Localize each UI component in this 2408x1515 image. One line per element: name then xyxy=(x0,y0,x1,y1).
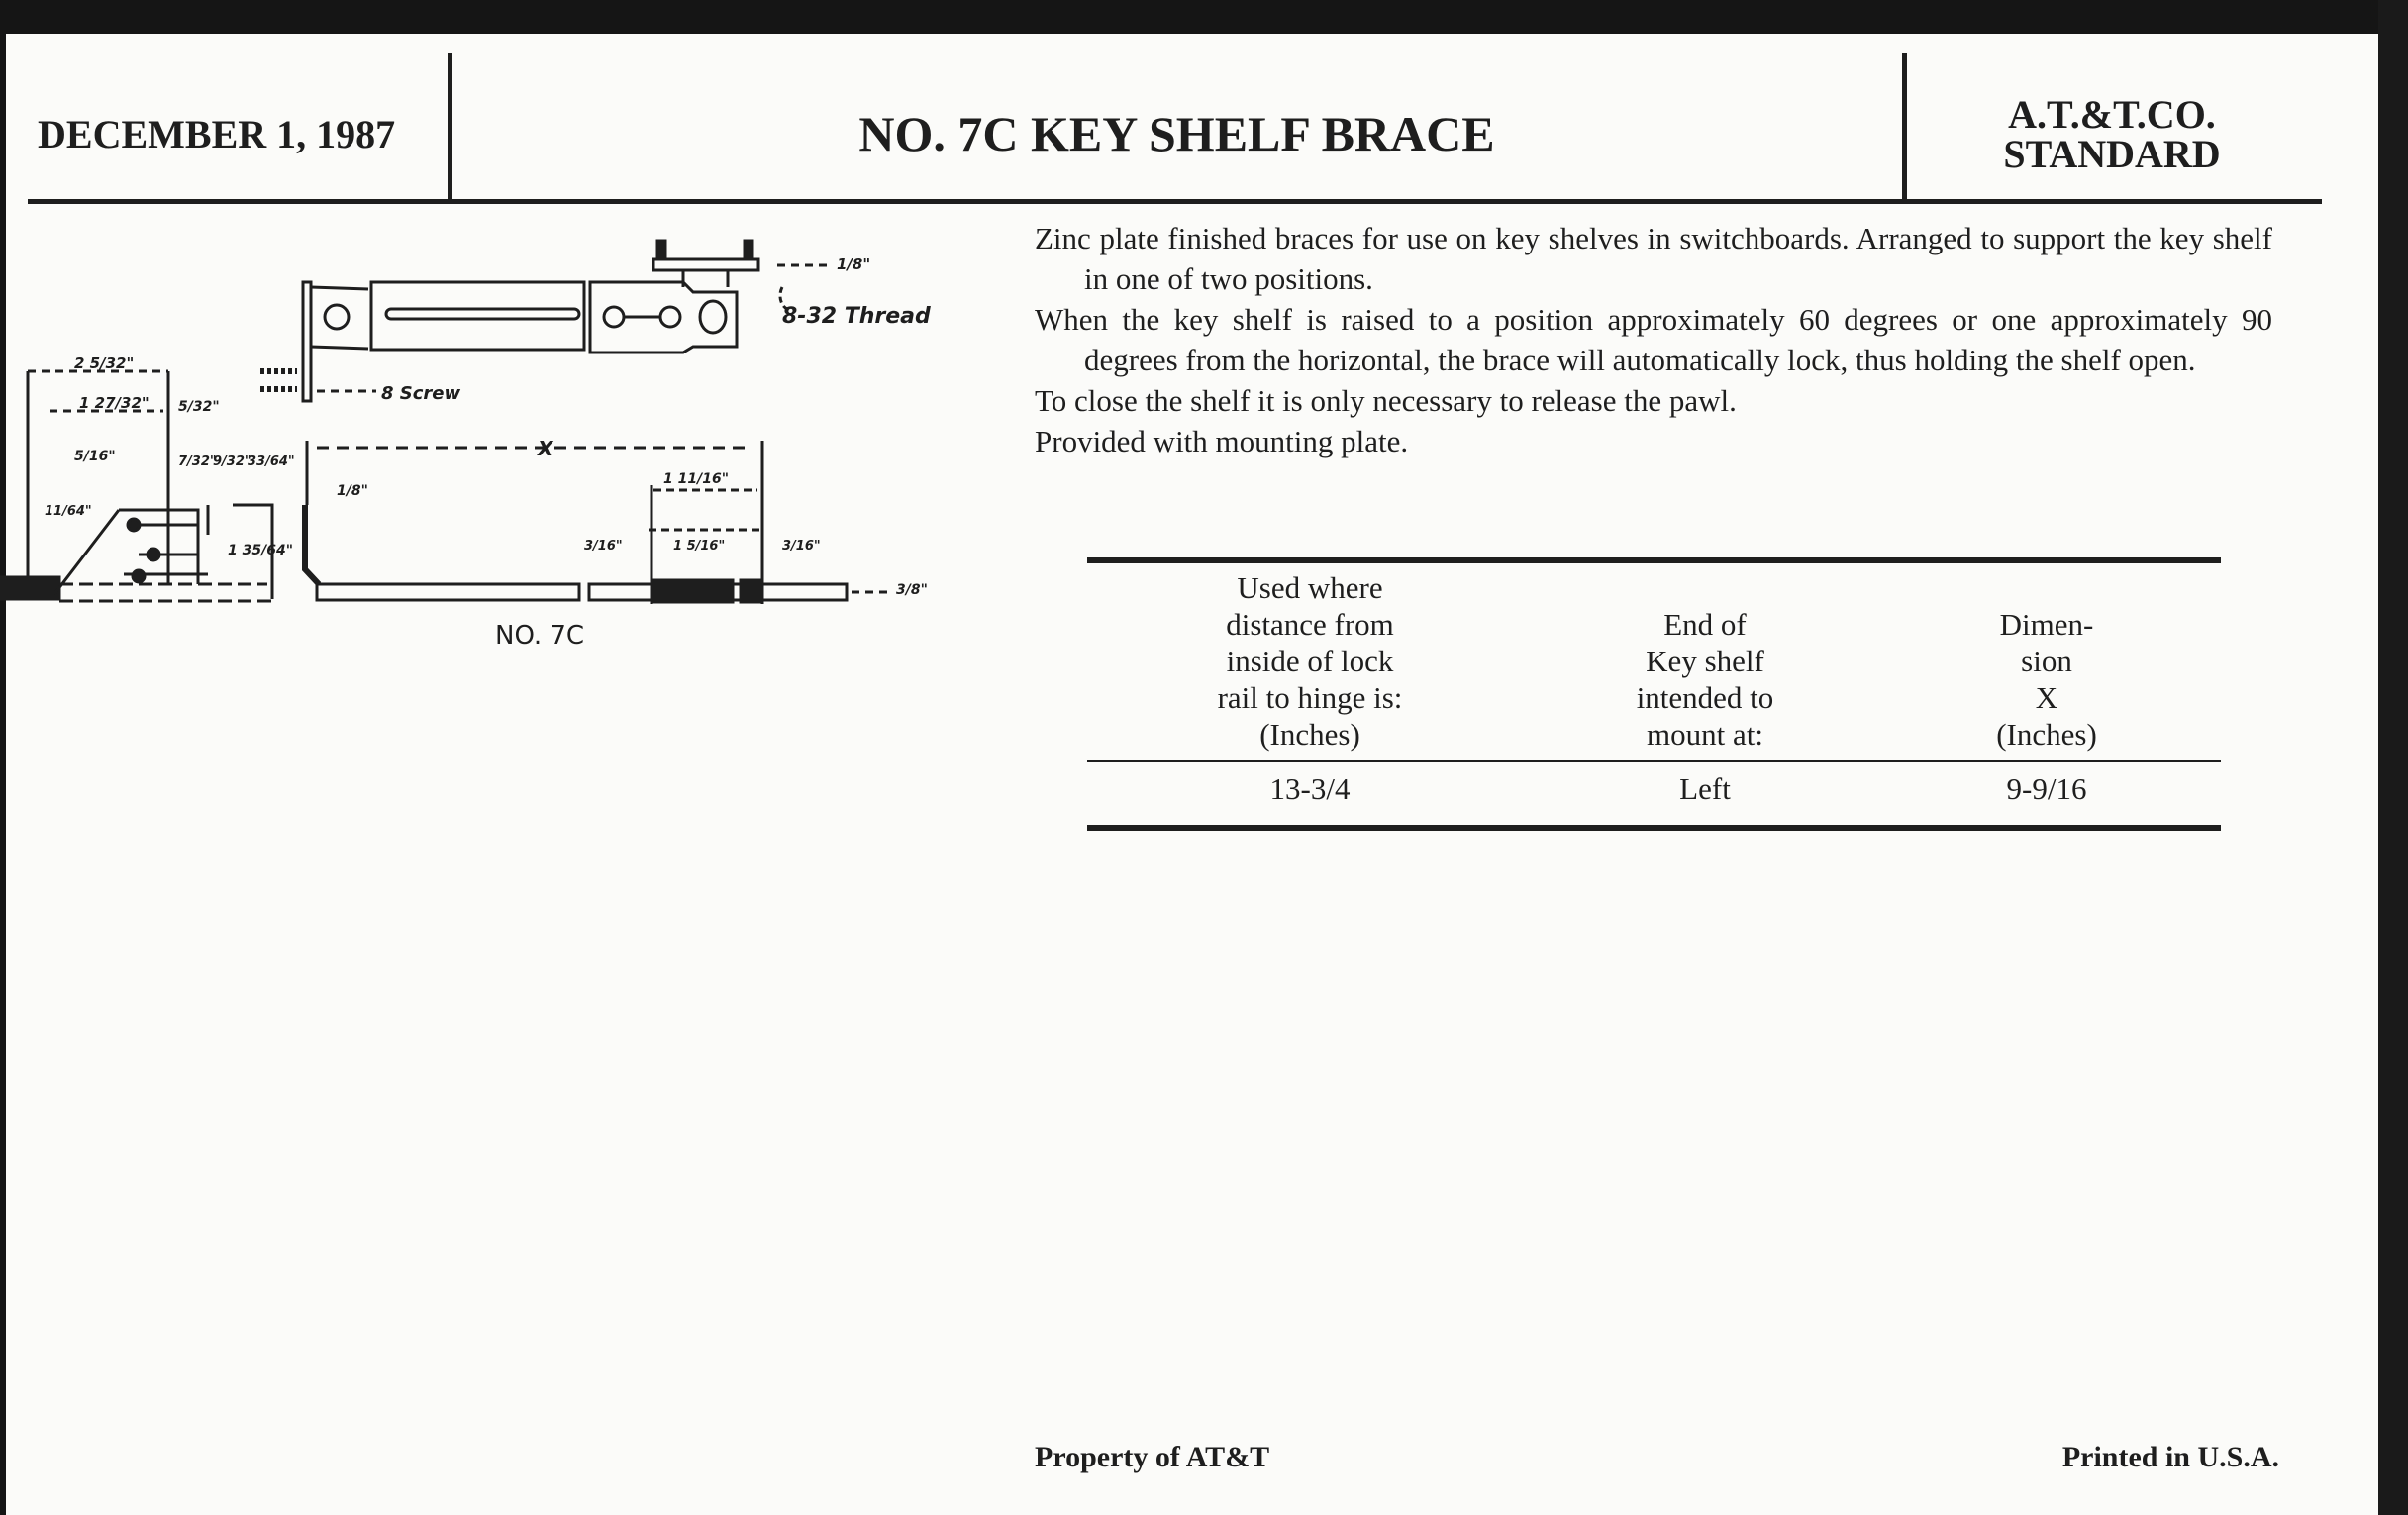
footer-printed: Printed in U.S.A. xyxy=(2061,1441,2279,1473)
dim-label: 33/64" xyxy=(248,454,295,469)
dim-label: 1/8" xyxy=(837,255,870,273)
column-header-end: End of Key shelf intended to mount at: xyxy=(1636,607,1774,752)
dim-label: 1/8" xyxy=(337,483,368,499)
footer-property: Property of AT&T xyxy=(1035,1441,1270,1473)
drawing-caption: NO. 7C xyxy=(495,621,584,651)
table-bottom-rule xyxy=(1087,825,2221,831)
dim-label: 11/64" xyxy=(45,504,92,519)
brace-drawing: 8-32 Thread 8 Screw X 1/8" 2 5/32" 1 27/… xyxy=(0,239,931,651)
dim-label: 3/16" xyxy=(584,539,623,554)
description-paragraph: When the key shelf is raised to a positi… xyxy=(1035,302,2272,377)
dim-label: 9/32" xyxy=(213,454,251,469)
page-title: NO. 7C KEY SHELF BRACE xyxy=(858,106,1495,161)
dim-label: 1 35/64" xyxy=(228,543,293,558)
dimension-x: X xyxy=(536,437,554,460)
dim-label: 3/8" xyxy=(896,582,928,598)
description-paragraph: To close the shelf it is only necessary … xyxy=(1035,383,1737,418)
dim-label: 3/16" xyxy=(782,539,821,554)
dim-label: 5/32" xyxy=(178,399,220,415)
screw-label: 8 Screw xyxy=(381,383,461,404)
standard-label: A.T.&T.CO. STANDARD xyxy=(1909,95,2315,174)
thread-label: 8-32 Thread xyxy=(782,304,931,329)
dim-label: 1 27/32" xyxy=(79,394,150,412)
mount-plate-top xyxy=(652,257,760,272)
wall-plate xyxy=(301,280,313,403)
table-header-rule xyxy=(1087,760,2221,762)
header-divider xyxy=(1902,53,1907,202)
dim-label: 5/16" xyxy=(74,449,116,464)
cell-dimension: 9-9/16 xyxy=(2006,771,2087,806)
table-top-rule xyxy=(1087,557,2221,563)
scan-border-top xyxy=(0,0,2408,34)
description: Zinc plate finished braces for use on ke… xyxy=(1035,218,2272,461)
standard-line-2: STANDARD xyxy=(2003,132,2221,176)
post xyxy=(655,239,667,261)
dim-label: 1 11/16" xyxy=(663,471,729,487)
scan-border-right xyxy=(2378,0,2408,1515)
cell-distance: 13-3/4 xyxy=(1269,771,1351,806)
description-paragraph: Provided with mounting plate. xyxy=(1035,424,1409,458)
cell-end: Left xyxy=(1679,771,1731,806)
brace-link xyxy=(588,280,739,354)
column-header-dimension: Dimen- sion X (Inches) xyxy=(1996,607,2097,752)
dim-label: 2 5/32" xyxy=(74,354,134,372)
scan-border-left xyxy=(0,0,6,1515)
header-rule xyxy=(28,199,2322,204)
dim-label: 1 5/16" xyxy=(673,539,725,554)
dim-label: 7/32" xyxy=(178,454,217,469)
standard-line-1: A.T.&T.CO. xyxy=(2008,92,2216,137)
header-divider xyxy=(448,53,452,202)
post xyxy=(743,239,754,261)
brace-body xyxy=(369,280,586,352)
description-paragraph: Zinc plate finished braces for use on ke… xyxy=(1035,221,2272,296)
brace-arm xyxy=(302,505,322,587)
brace-bar xyxy=(315,582,581,602)
issue-date: DECEMBER 1, 1987 xyxy=(38,112,396,156)
column-header-distance: Used where distance from inside of lock … xyxy=(1217,570,1403,752)
